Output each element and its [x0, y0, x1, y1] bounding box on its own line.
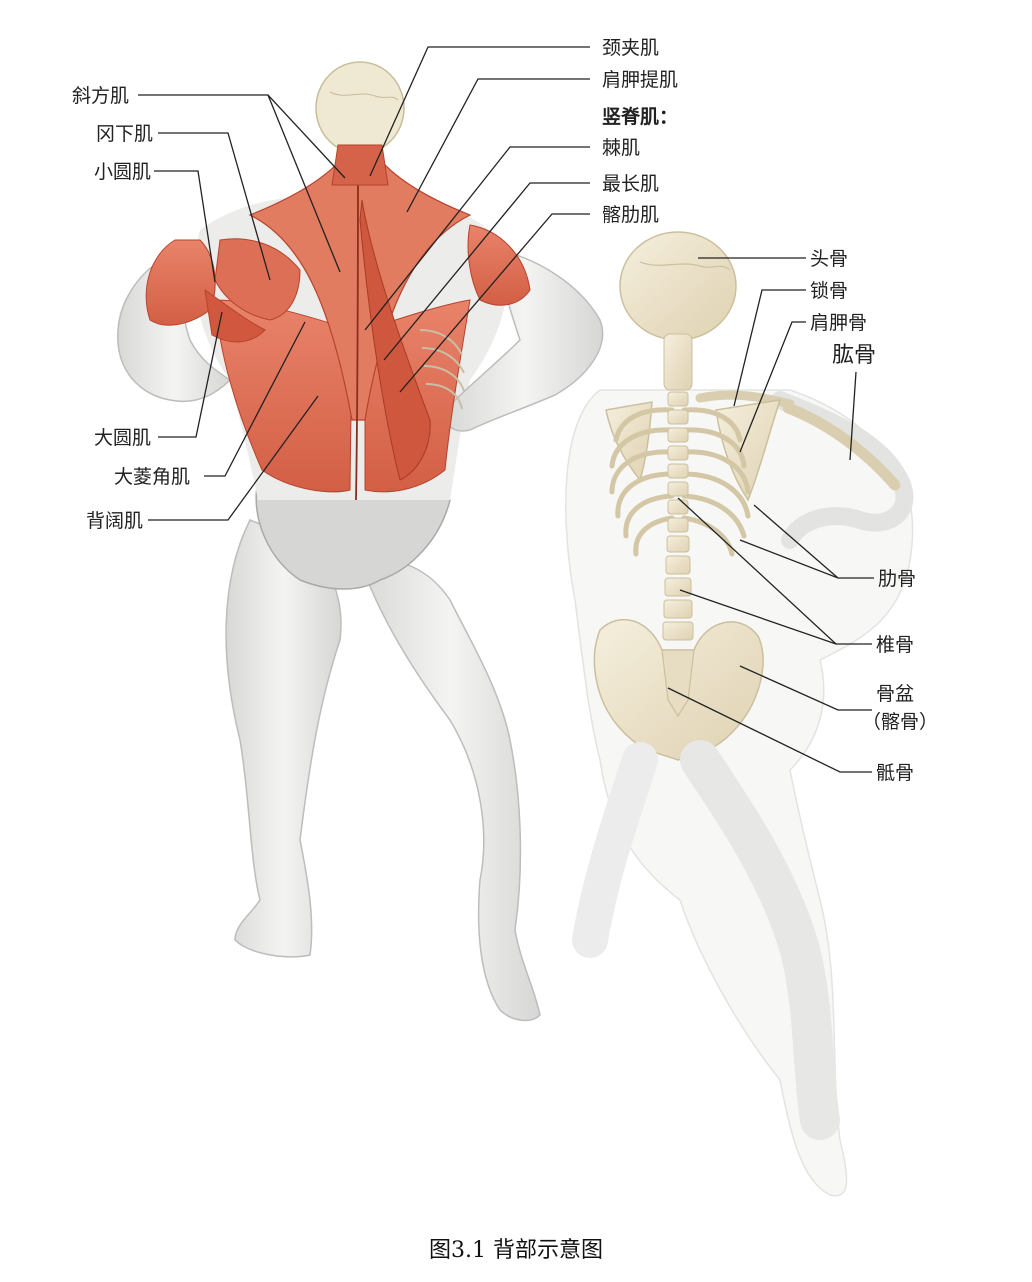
label-latissimus: 背阔肌	[86, 510, 143, 532]
label-pelvis: 骨盆	[876, 683, 914, 705]
skeleton-sacrum	[661, 649, 695, 718]
leader-clavicle	[733, 289, 806, 407]
label-iliocostalis: 髂肋肌	[602, 204, 659, 226]
skeleton-arm-outline	[771, 391, 914, 549]
label-splenius: 颈夹肌	[602, 37, 659, 59]
skeleton-spine	[662, 391, 694, 641]
right-leg	[358, 558, 541, 1022]
label-spinalis: 棘肌	[602, 137, 640, 159]
leader-levator	[406, 78, 590, 213]
erector-spinae	[359, 199, 431, 481]
label-scapula: 肩胛骨	[810, 312, 867, 334]
leader-humerus	[849, 371, 857, 461]
skeleton-leg-outline	[680, 740, 840, 1140]
leader-lines	[138, 46, 874, 773]
teres-major	[204, 288, 266, 343]
leader-splenius	[369, 46, 590, 177]
leader-iliocostalis	[399, 213, 590, 393]
leader-teres-major	[158, 311, 223, 438]
right-arm	[445, 249, 604, 432]
label-ribs: 肋骨	[878, 568, 916, 590]
leader-ribs-2	[753, 504, 839, 579]
skeleton-figure	[565, 231, 914, 1197]
leader-spinalis	[364, 146, 590, 331]
leader-infraspinatus	[158, 132, 271, 281]
right-deltoid	[467, 224, 531, 306]
label-infraspinatus: 冈下肌	[96, 123, 153, 145]
bone-labels: 头骨 锁骨 肩胛骨 肱骨 肋骨 椎骨 骨盆 （髂骨） 骶骨	[810, 248, 938, 784]
label-levator-scapulae: 肩胛提肌	[602, 69, 678, 91]
leader-longissimus	[383, 182, 590, 361]
leader-trapezius-2	[267, 94, 341, 273]
label-rhomboid: 大菱角肌	[114, 466, 190, 488]
left-deltoid	[145, 239, 216, 326]
infraspinatus	[214, 238, 301, 321]
leader-teres-minor	[154, 170, 216, 283]
skeleton-humerus	[782, 402, 901, 491]
leader-vertebrae-2	[679, 589, 837, 645]
figure-caption: 图3.1 背部示意图	[429, 1238, 603, 1263]
latissimus-dorsi	[214, 299, 353, 493]
label-vertebrae: 椎骨	[876, 634, 914, 656]
leader-scapula	[739, 321, 806, 453]
skeleton-clavicle	[695, 390, 795, 409]
leader-sacrum	[667, 687, 872, 773]
leader-rhomboid	[204, 321, 306, 477]
ribs-hint	[419, 329, 465, 410]
label-humerus: 肱骨	[832, 343, 876, 368]
muscle-figure	[117, 61, 604, 1022]
label-teres-major: 大圆肌	[94, 427, 151, 449]
left-leg	[225, 519, 342, 958]
label-ilium: （髂骨）	[862, 711, 938, 733]
skeleton-skull	[619, 231, 737, 341]
skeleton-ribs	[609, 407, 751, 557]
cervical-spine	[663, 333, 693, 391]
label-sacrum: 骶骨	[876, 762, 914, 784]
skeleton-leg-outline-left	[572, 742, 658, 958]
muscle-labels: 斜方肌 冈下肌 小圆肌 大圆肌 大菱角肌 背阔肌 颈夹肌 肩胛提肌 竖脊肌： 棘…	[72, 37, 678, 532]
leader-latissimus	[148, 395, 319, 521]
head-suture	[329, 91, 399, 101]
label-erector-spinae: 竖脊肌：	[602, 105, 678, 128]
label-longissimus: 最长肌	[602, 173, 659, 195]
label-skull: 头骨	[810, 248, 848, 270]
skull-suture	[639, 261, 731, 271]
trapezius	[248, 139, 472, 421]
muscle-figure-head	[315, 61, 405, 155]
label-teres-minor: 小圆肌	[94, 161, 151, 183]
label-trapezius: 斜方肌	[72, 85, 129, 107]
neck	[331, 144, 389, 186]
label-clavicle: 锁骨	[810, 280, 848, 302]
leader-pelvis	[739, 665, 872, 711]
leader-trapezius	[138, 94, 346, 179]
